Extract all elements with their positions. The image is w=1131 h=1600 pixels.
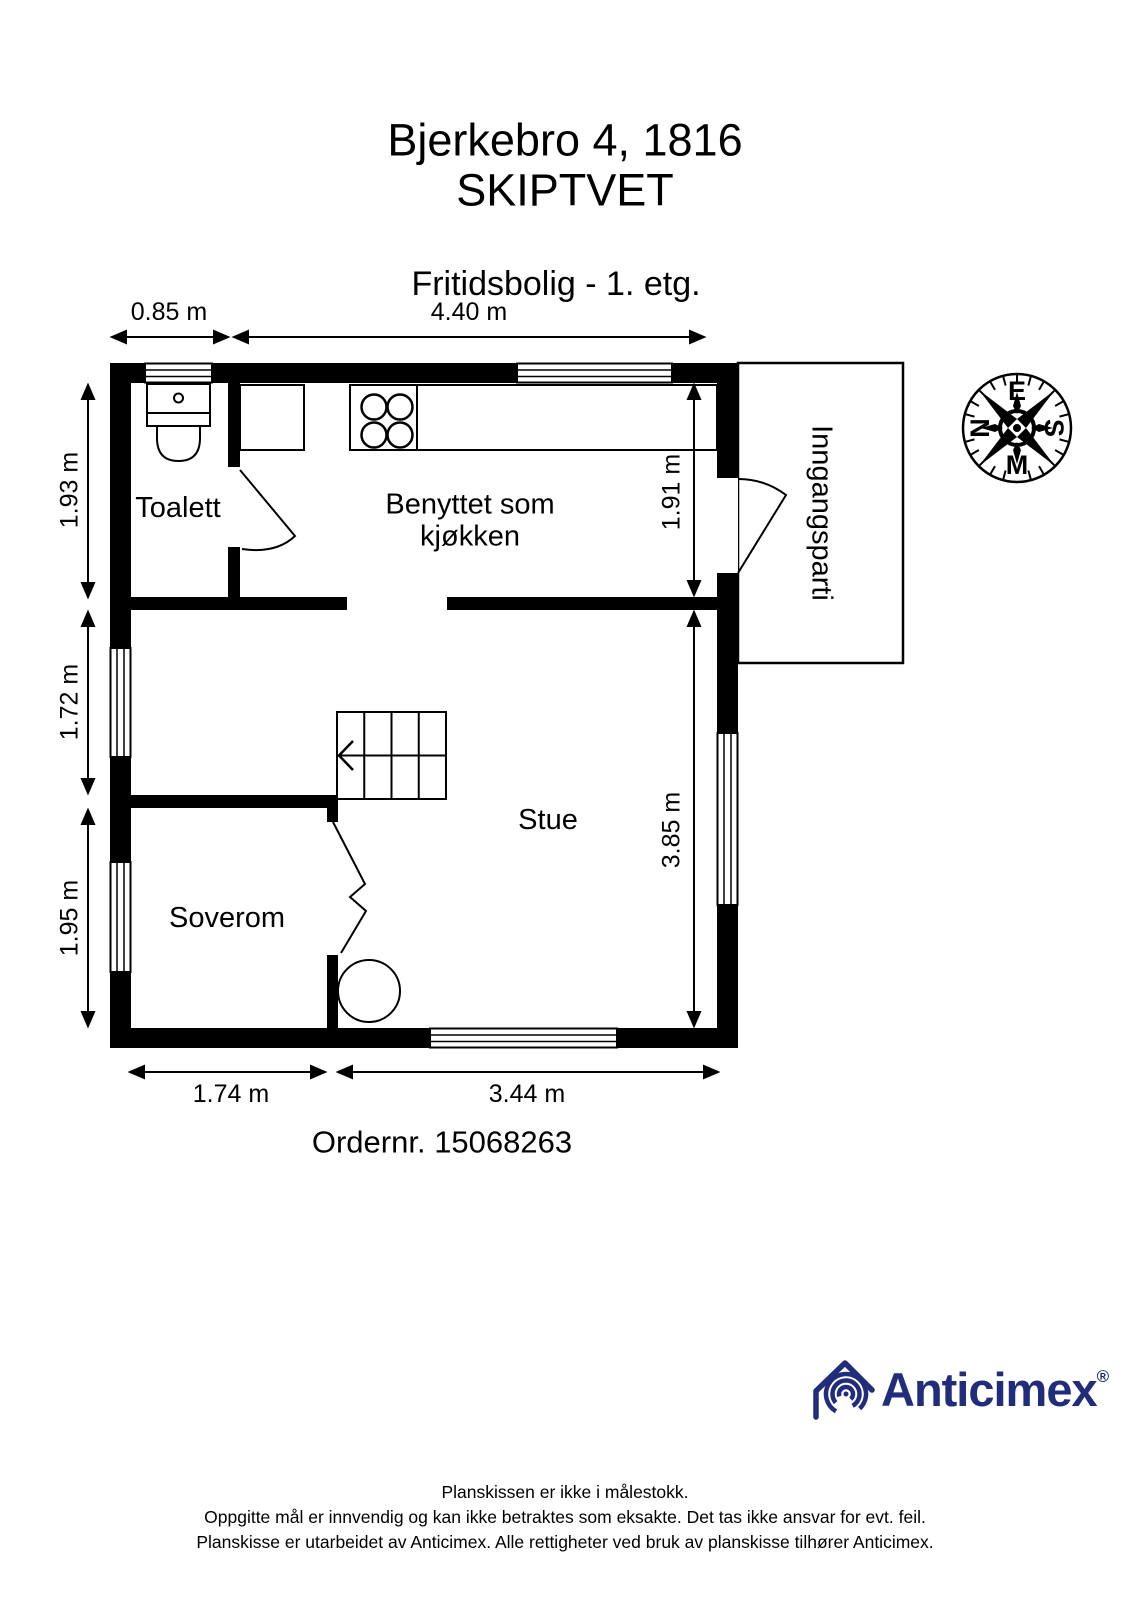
dim-right-kitchen: 1.91 m [657, 453, 686, 531]
window-kitchen-top [516, 362, 673, 384]
kitchen-cabinet [239, 384, 305, 451]
window-soverom-left [109, 861, 132, 973]
dim-bottom-soverom: 1.74 m [192, 1080, 270, 1108]
doors [239, 469, 788, 954]
dimension-arrows [80, 329, 721, 1080]
room-label-toalett: Toalett [135, 491, 221, 524]
entrance-door-opening [717, 478, 738, 573]
compass-letter-left: N [965, 418, 995, 438]
footer-line-1: Planskissen er ikke i målestokk. [441, 1482, 689, 1502]
footer-line-3: Planskisse er utarbeidet av Anticimex. A… [196, 1532, 934, 1552]
anticimex-text: Anticimex [881, 1363, 1098, 1416]
compass-ticks [964, 375, 1070, 481]
stairs [336, 711, 447, 800]
dim-left-middle: 1.72 m [55, 663, 84, 741]
compass-star [979, 390, 1055, 466]
anticimex-house-icon [813, 1360, 875, 1420]
anticimex-wordmark: Anticimex® [881, 1362, 1109, 1417]
registered-mark: ® [1096, 1367, 1109, 1386]
room-label-entrance: Inngangsparti [805, 425, 838, 601]
page-title: Bjerkebro 4, 1816 SKIPTVET [387, 114, 743, 216]
toilet-fixture [146, 383, 211, 463]
windows [109, 362, 739, 1049]
window-stue-right [716, 732, 739, 906]
entrance-area-outline [736, 361, 905, 665]
room-label-soverom: Soverom [168, 901, 286, 934]
interior-walls [131, 383, 717, 1028]
compass-rose: E S M N [961, 372, 1073, 484]
stairs-direction-arrow [337, 740, 354, 771]
compass-letter-bottom: M [1006, 450, 1029, 480]
dim-top-toalett: 0.85 m [130, 298, 208, 326]
kitchen-fixtures [239, 384, 718, 451]
exterior-walls [110, 363, 738, 1048]
compass-letter-top: E [1008, 376, 1026, 406]
dim-right-stue: 3.85 m [657, 791, 686, 869]
room-label-stue: Stue [518, 803, 578, 836]
compass-letters: E S M N [965, 376, 1069, 480]
window-stue-bottom [429, 1027, 618, 1049]
soverom-folding-door [332, 821, 368, 954]
stove-burners [360, 393, 414, 449]
room-label-kitchen: Benyttet som kjøkken [385, 488, 555, 553]
dim-left-soverom: 1.95 m [55, 879, 84, 957]
window-toalett-top [144, 362, 213, 384]
entrance-door [737, 478, 788, 574]
plan-subtitle: Fritidsbolig - 1. etg. [411, 264, 701, 303]
order-number: Ordernr. 15068263 [311, 1124, 573, 1160]
footer-line-2: Oppgitte mål er innvendig og kan ikke be… [204, 1507, 926, 1527]
dim-top-kitchen: 4.40 m [430, 298, 508, 326]
round-stove [337, 959, 401, 1023]
compass-letter-right: S [1039, 419, 1069, 437]
window-left-middle [109, 647, 132, 758]
dim-left-toalett: 1.93 m [55, 451, 84, 529]
dim-bottom-stue: 3.44 m [488, 1080, 566, 1108]
toalett-door [239, 469, 297, 552]
